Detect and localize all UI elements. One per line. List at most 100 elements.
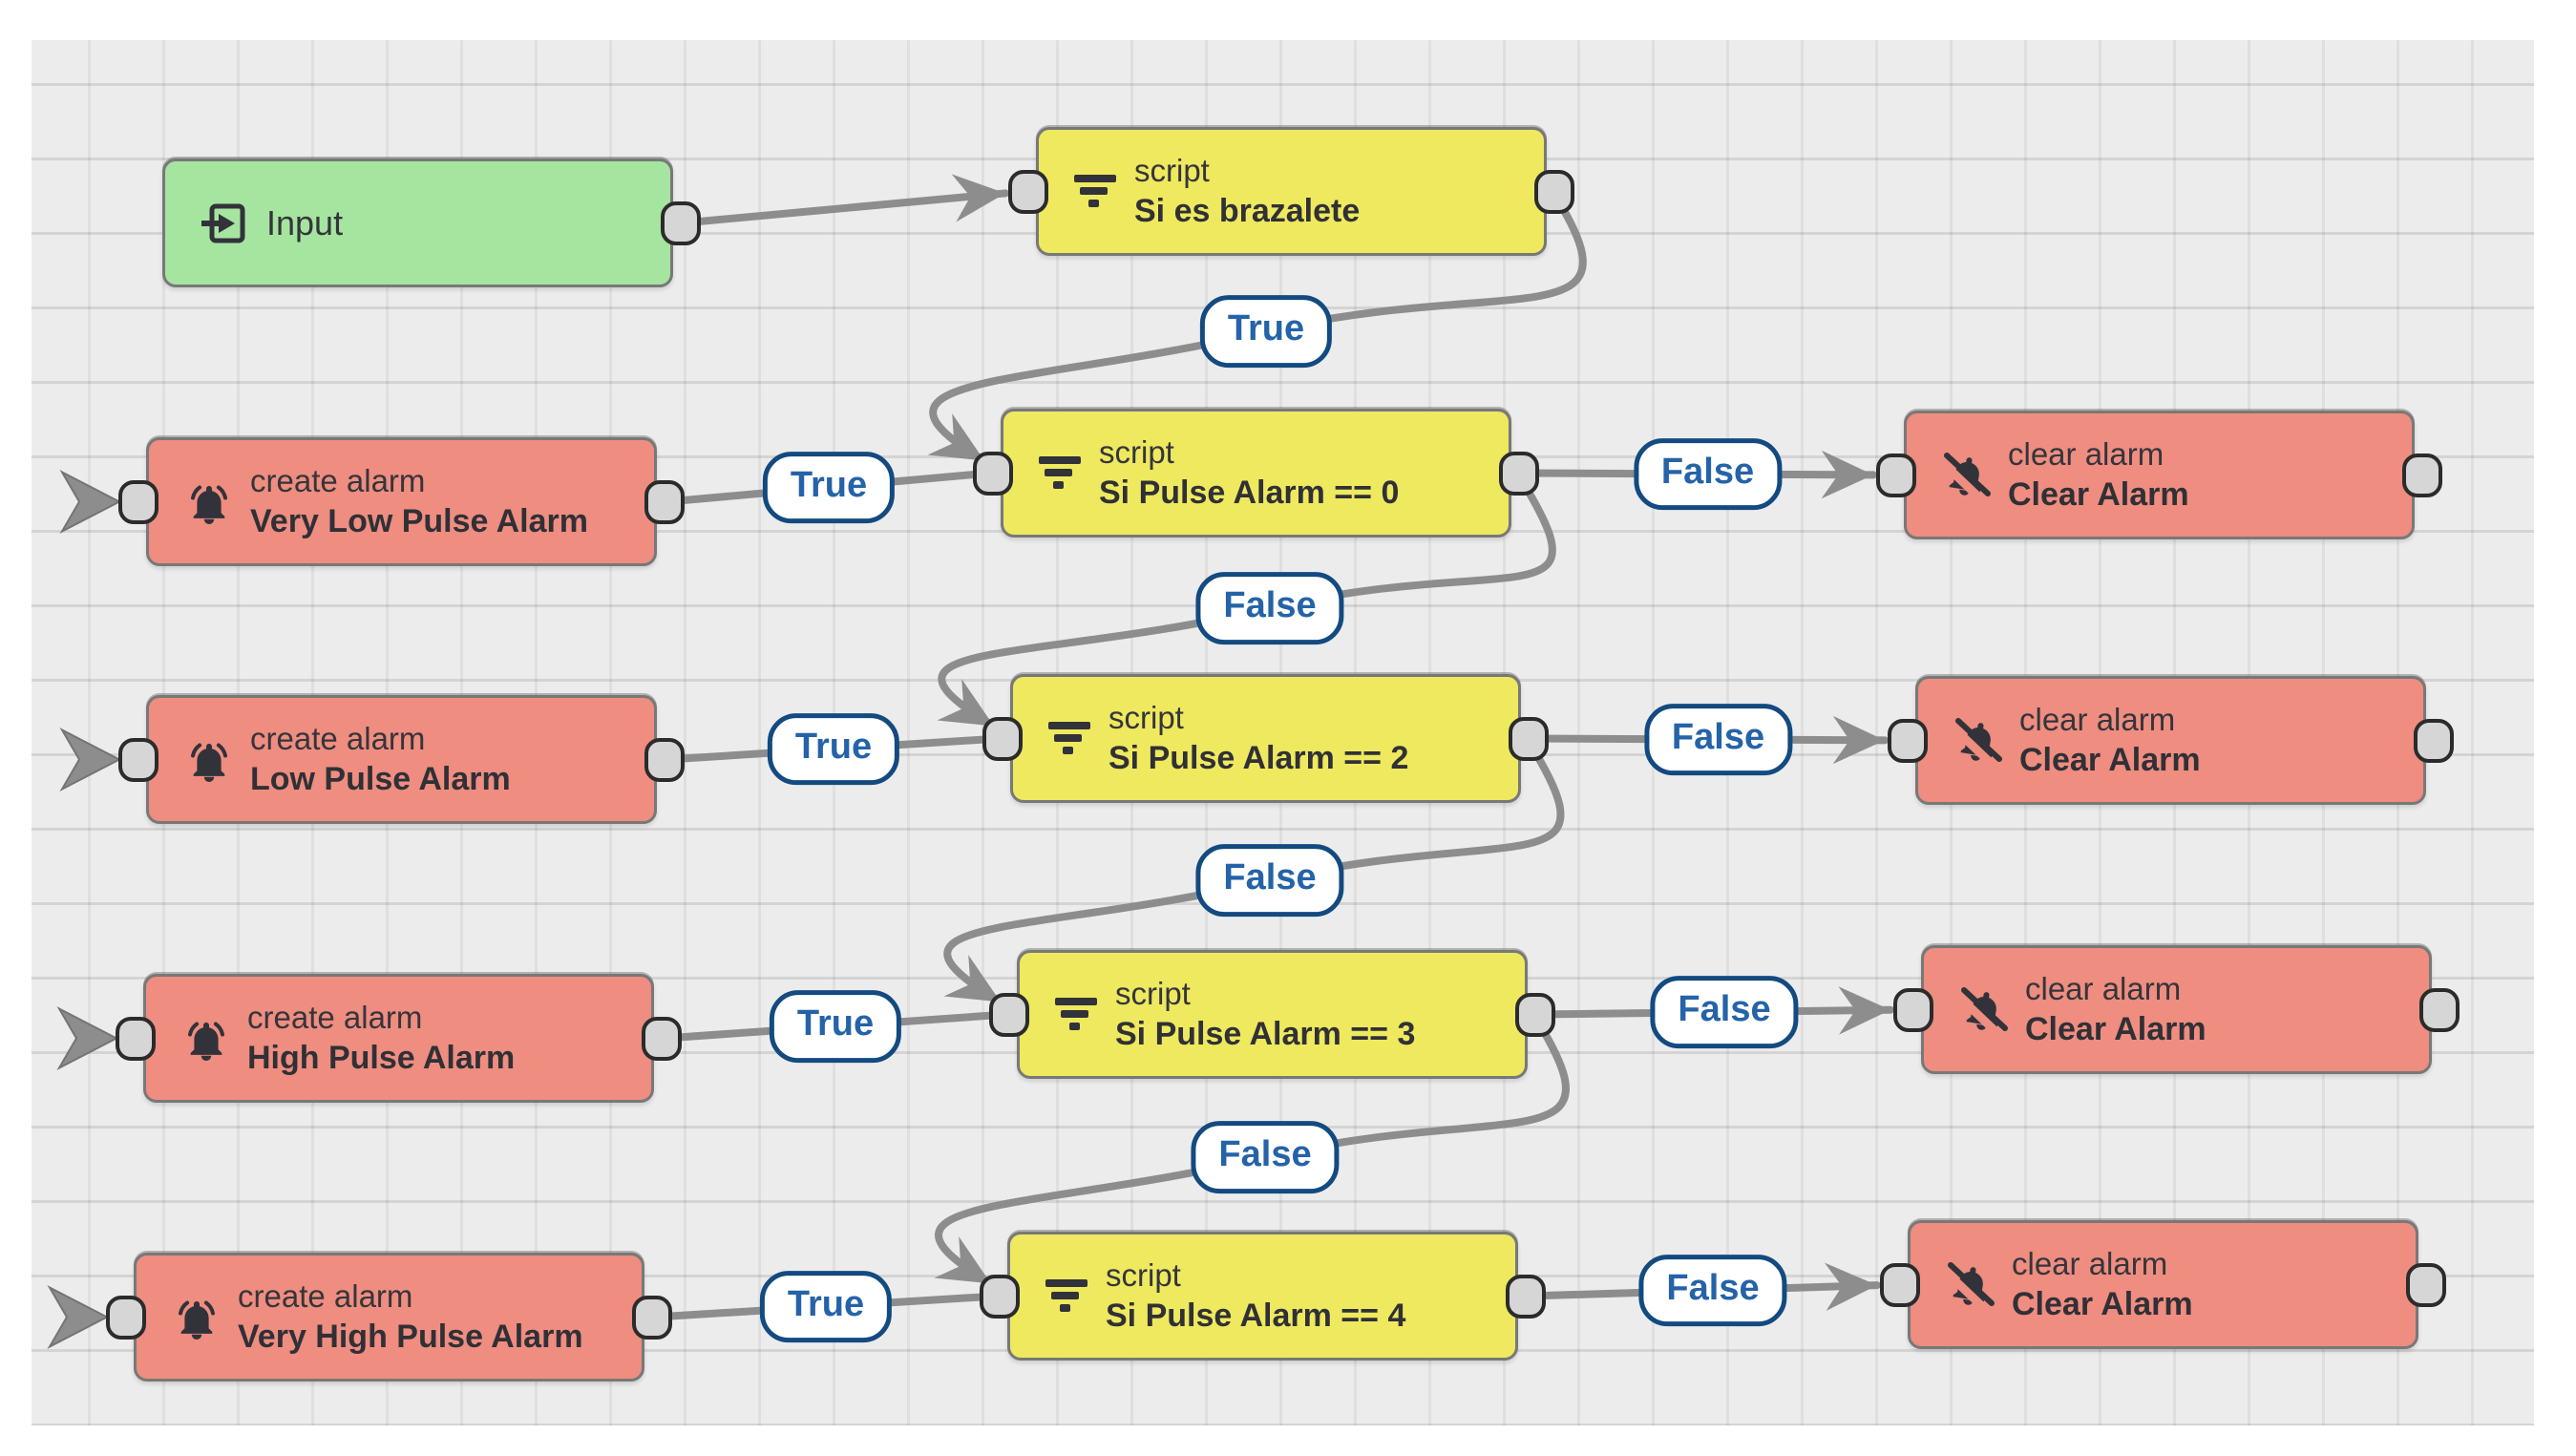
edge-label-false[interactable]: False bbox=[1650, 976, 1799, 1048]
node-type-label: create alarm bbox=[238, 1277, 413, 1314]
node-name-label: High Pulse Alarm bbox=[247, 1040, 516, 1077]
input-port[interactable] bbox=[980, 1274, 1020, 1319]
node-type-label: clear alarm bbox=[2019, 701, 2176, 737]
edge-label-false[interactable]: False bbox=[1633, 437, 1783, 511]
output-port[interactable] bbox=[1515, 992, 1555, 1037]
incoming-edge-arrow-icon bbox=[56, 1006, 119, 1070]
edge-label-false[interactable]: False bbox=[1195, 572, 1344, 644]
script-icon bbox=[1073, 169, 1119, 215]
node-name-label: Si es brazalete bbox=[1134, 193, 1361, 230]
node-type-label: Input bbox=[266, 203, 344, 243]
node-name-label: Si Pulse Alarm == 2 bbox=[1109, 740, 1409, 777]
node-name-label: Si Pulse Alarm == 0 bbox=[1099, 475, 1400, 512]
node-type-label: clear alarm bbox=[2008, 435, 2164, 472]
script-icon bbox=[1047, 716, 1093, 762]
bell-ring-icon bbox=[171, 1293, 222, 1342]
output-port[interactable] bbox=[644, 479, 685, 524]
output-port[interactable] bbox=[642, 1016, 682, 1061]
input-port[interactable] bbox=[118, 479, 158, 524]
edge-label-true[interactable]: True bbox=[762, 451, 896, 524]
script-icon bbox=[1045, 1274, 1090, 1319]
edge-label-false[interactable]: False bbox=[1191, 1121, 1340, 1193]
output-port[interactable] bbox=[1506, 1274, 1546, 1319]
incoming-edge-arrow-icon bbox=[47, 1285, 110, 1349]
edge-label-true[interactable]: True bbox=[767, 712, 900, 786]
node-type-label: create alarm bbox=[247, 999, 423, 1035]
edge-label-true[interactable]: True bbox=[769, 990, 902, 1063]
input-port[interactable] bbox=[1880, 1262, 1920, 1307]
node-name-label: Si Pulse Alarm == 4 bbox=[1106, 1298, 1406, 1335]
node-script-pulse-4[interactable]: script Si Pulse Alarm == 4 bbox=[980, 1232, 1546, 1361]
node-input[interactable]: Input bbox=[162, 158, 701, 287]
edge-input-to-script-brazalete[interactable] bbox=[680, 174, 1009, 227]
output-port[interactable] bbox=[2419, 987, 2460, 1032]
edge-label-false[interactable]: False bbox=[1638, 1254, 1787, 1327]
node-name-label: Low Pulse Alarm bbox=[250, 761, 511, 798]
output-port[interactable] bbox=[644, 737, 685, 782]
input-port[interactable] bbox=[106, 1295, 146, 1340]
node-type-label: script bbox=[1115, 975, 1191, 1011]
node-type-label: script bbox=[1106, 1256, 1181, 1293]
node-type-label: script bbox=[1099, 433, 1174, 470]
node-type-label: clear alarm bbox=[2012, 1245, 2168, 1281]
output-port[interactable] bbox=[661, 200, 701, 245]
edge-label-false[interactable]: False bbox=[1643, 703, 1793, 776]
bell-ring-icon bbox=[180, 1014, 232, 1064]
incoming-edge-arrow-icon bbox=[59, 728, 122, 791]
node-labels: script Si Pulse Alarm == 0 bbox=[1099, 433, 1399, 514]
input-port[interactable] bbox=[1888, 718, 1928, 763]
node-name-label: Very Low Pulse Alarm bbox=[250, 503, 588, 540]
node-name-label: Clear Alarm bbox=[2019, 742, 2201, 779]
node-type-label: create alarm bbox=[250, 462, 426, 498]
output-port[interactable] bbox=[2406, 1262, 2446, 1307]
edge-label-true[interactable]: True bbox=[759, 1270, 893, 1343]
edge-label-true[interactable]: True bbox=[1199, 295, 1333, 368]
input-port[interactable] bbox=[1893, 987, 1933, 1032]
output-port[interactable] bbox=[632, 1295, 672, 1340]
input-port[interactable] bbox=[973, 451, 1013, 496]
input-port[interactable] bbox=[1008, 169, 1048, 214]
input-port[interactable] bbox=[118, 737, 158, 782]
node-name-label: Very High Pulse Alarm bbox=[238, 1319, 583, 1356]
bell-ring-icon bbox=[183, 735, 235, 785]
bell-off-icon bbox=[1941, 451, 1993, 500]
input-port[interactable] bbox=[1876, 453, 1916, 497]
output-port[interactable] bbox=[2414, 718, 2454, 763]
login-icon bbox=[200, 199, 251, 248]
input-port[interactable] bbox=[982, 716, 1023, 761]
node-script-pulse-0[interactable]: script Si Pulse Alarm == 0 bbox=[973, 409, 1539, 538]
node-name-label: Clear Alarm bbox=[2025, 1011, 2206, 1048]
script-icon bbox=[1054, 992, 1100, 1038]
output-port[interactable] bbox=[2402, 453, 2442, 497]
input-port[interactable] bbox=[116, 1016, 156, 1061]
bell-off-icon bbox=[1958, 985, 2010, 1035]
node-labels: script Si Pulse Alarm == 4 bbox=[1106, 1256, 1405, 1337]
node-name-label: Clear Alarm bbox=[2012, 1286, 2193, 1323]
output-port[interactable] bbox=[1499, 451, 1539, 496]
script-icon bbox=[1038, 451, 1084, 496]
bell-off-icon bbox=[1953, 716, 2004, 766]
edge-label-false[interactable]: False bbox=[1195, 844, 1344, 917]
output-port[interactable] bbox=[1534, 169, 1574, 214]
output-port[interactable] bbox=[1509, 716, 1549, 761]
input-port[interactable] bbox=[989, 992, 1029, 1037]
